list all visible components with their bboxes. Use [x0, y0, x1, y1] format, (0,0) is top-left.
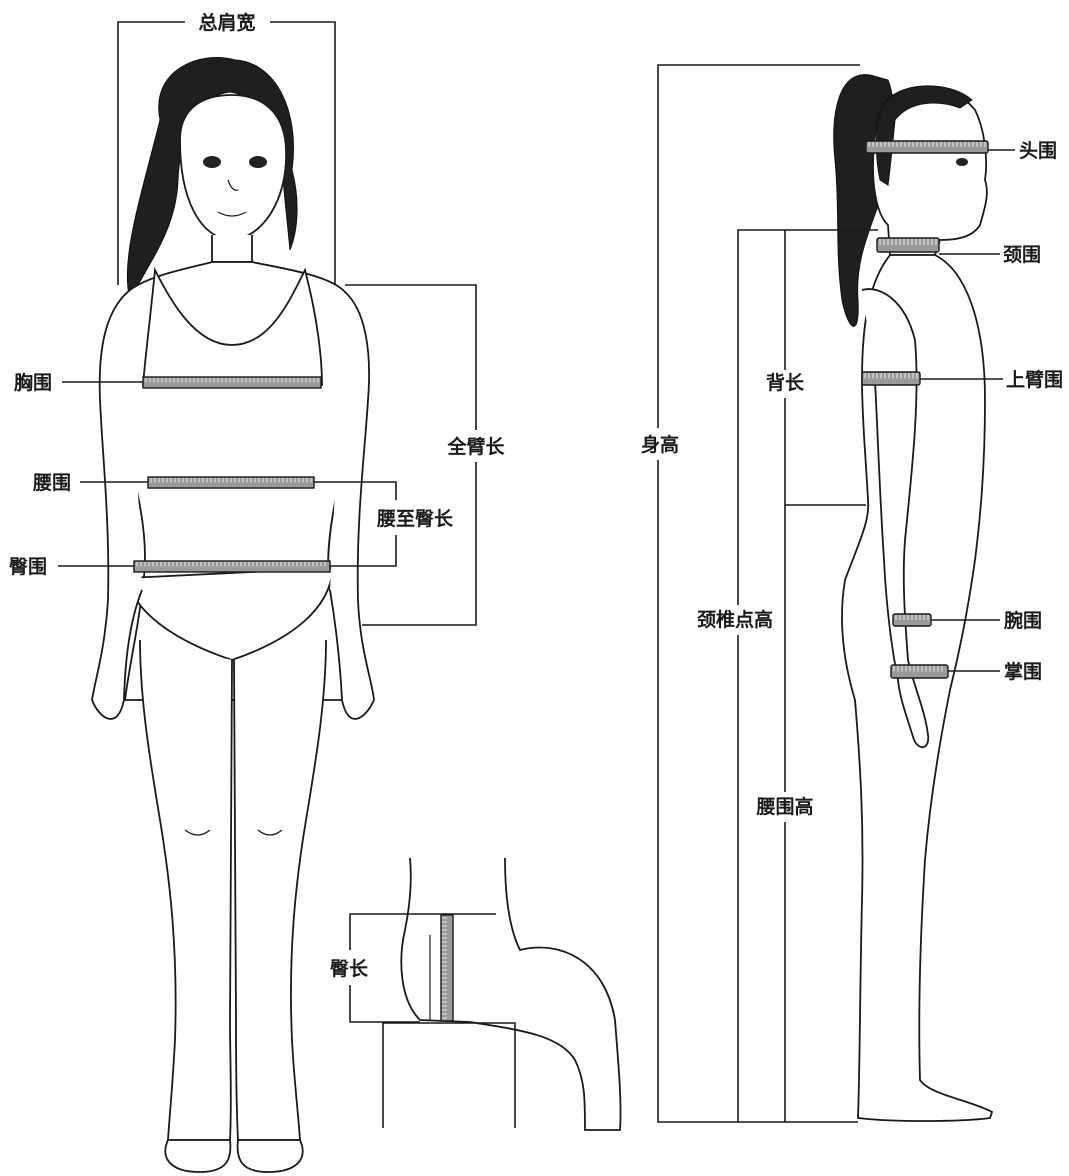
total-shoulder-width-label: 总肩宽	[198, 11, 255, 34]
seated-figure	[350, 858, 621, 1130]
back-length-label: 背长	[766, 371, 805, 394]
upper-arm-tape	[862, 372, 920, 385]
head-girth-label: 头围	[1019, 140, 1057, 162]
hip-girth-label: 臀围	[9, 556, 47, 578]
head-tape	[866, 141, 988, 153]
palm-girth-label: 掌围	[1004, 660, 1042, 683]
front-figure	[92, 58, 374, 1173]
full-arm-length-label: 全臂长	[446, 435, 505, 458]
chest-girth-label: 胸围	[14, 371, 52, 394]
cervical-height-label: 颈椎点高	[697, 608, 773, 631]
wrist-girth-label: 腕围	[1003, 609, 1042, 632]
side-figure	[834, 75, 992, 1121]
waist-height-label: 腰围高	[755, 795, 813, 818]
neck-girth-label: 颈围	[1003, 244, 1041, 266]
upper-arm-girth-label: 上臂围	[1006, 368, 1063, 391]
waist-girth-label: 腰围	[32, 472, 71, 494]
waist-to-hip-length-label: 腰至臀长	[376, 508, 454, 530]
hip-length-tape	[441, 915, 453, 1021]
palm-tape	[891, 665, 948, 678]
height-label: 身高	[641, 433, 679, 456]
tape-ticks	[151, 478, 311, 483]
hip-length-label: 臀长	[330, 958, 369, 980]
